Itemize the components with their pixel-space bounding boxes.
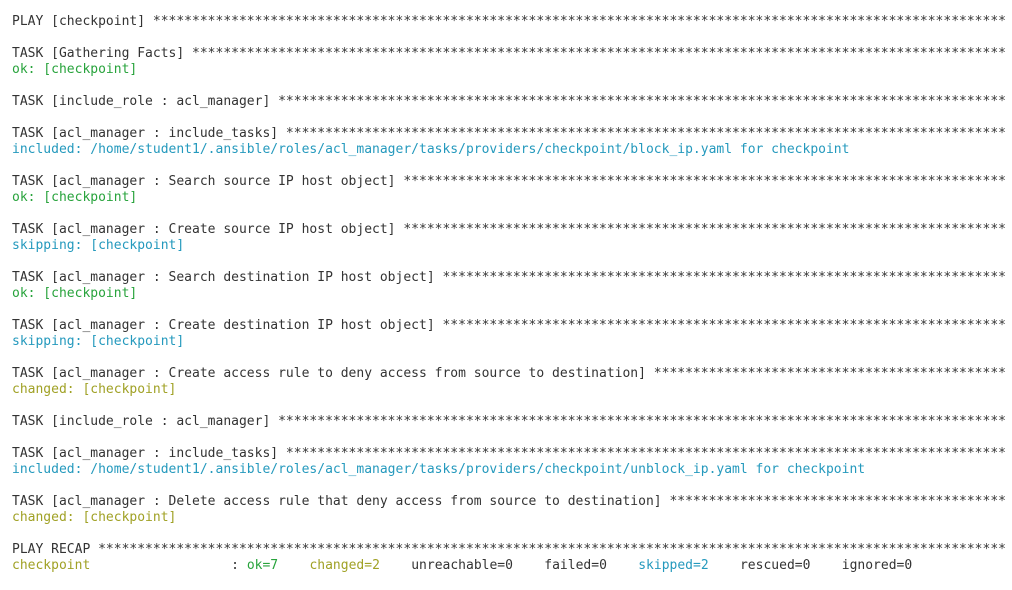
blank-line [12, 110, 1010, 126]
recap-stat-ok: ok=7 [246, 558, 279, 573]
recap-host: checkpoint [12, 558, 91, 573]
banner-text: TASK [Gathering Facts] *****************… [12, 46, 1006, 61]
blank-line [12, 78, 1010, 94]
task-status-line: included: /home/student1/.ansible/roles/… [12, 462, 1010, 478]
task-banner-line: TASK [acl_manager : Create access rule t… [12, 366, 1010, 382]
banner-text: TASK [include_role : acl_manager] ******… [12, 414, 1006, 429]
recap-gap [709, 558, 740, 573]
blank-line [12, 302, 1010, 318]
task-banner-line: TASK [Gathering Facts] *****************… [12, 46, 1010, 62]
recap-gap [278, 558, 309, 573]
task-banner-line: TASK [acl_manager : include_tasks] *****… [12, 446, 1010, 462]
task-banner-line: TASK [acl_manager : include_tasks] *****… [12, 126, 1010, 142]
task-banner-line: PLAY RECAP *****************************… [12, 542, 1010, 558]
banner-text: PLAY [checkpoint] **********************… [12, 14, 1006, 29]
recap-separator: : [90, 558, 247, 573]
task-banner-line: TASK [acl_manager : Search destination I… [12, 270, 1010, 286]
status-text: skipping: [checkpoint] [12, 334, 185, 349]
task-banner-line: TASK [acl_manager : Create destination I… [12, 318, 1010, 334]
recap-gap [810, 558, 841, 573]
status-text: ok: [checkpoint] [12, 286, 138, 301]
recap-gap [513, 558, 544, 573]
recap-stat-ignored: ignored=0 [841, 558, 913, 573]
task-banner-line: TASK [acl_manager : Delete access rule t… [12, 494, 1010, 510]
status-text: changed: [checkpoint] [12, 382, 177, 397]
banner-text: PLAY RECAP *****************************… [12, 542, 1006, 557]
blank-line [12, 30, 1010, 46]
blank-line [12, 254, 1010, 270]
blank-line [12, 398, 1010, 414]
task-status-line: skipping: [checkpoint] [12, 238, 1010, 254]
banner-text: TASK [include_role : acl_manager] ******… [12, 94, 1006, 109]
task-status-line: ok: [checkpoint] [12, 62, 1010, 78]
banner-text: TASK [acl_manager : Delete access rule t… [12, 494, 1006, 509]
recap-stat-rescued: rescued=0 [739, 558, 811, 573]
blank-line [12, 430, 1010, 446]
task-status-line: changed: [checkpoint] [12, 382, 1010, 398]
banner-text: TASK [acl_manager : Search source IP hos… [12, 174, 1006, 189]
recap-stat-unreachable: unreachable=0 [411, 558, 513, 573]
blank-line [12, 206, 1010, 222]
task-status-line: skipping: [checkpoint] [12, 334, 1010, 350]
blank-line [12, 350, 1010, 366]
recap-stat-skipped: skipped=2 [638, 558, 709, 573]
status-text: changed: [checkpoint] [12, 510, 177, 525]
recap-stat-failed: failed=0 [544, 558, 607, 573]
status-text: ok: [checkpoint] [12, 190, 138, 205]
recap-gap [380, 558, 411, 573]
task-status-line: ok: [checkpoint] [12, 286, 1010, 302]
task-status-line: ok: [checkpoint] [12, 190, 1010, 206]
task-status-line: changed: [checkpoint] [12, 510, 1010, 526]
banner-text: TASK [acl_manager : Create source IP hos… [12, 222, 1006, 237]
blank-line [12, 478, 1010, 494]
recap-stat-changed: changed=2 [309, 558, 380, 573]
task-banner-line: PLAY [checkpoint] **********************… [12, 14, 1010, 30]
banner-text: TASK [acl_manager : Search destination I… [12, 270, 1006, 285]
recap-gap [607, 558, 638, 573]
banner-text: TASK [acl_manager : Create access rule t… [12, 366, 1006, 381]
play-recap-line: checkpoint : ok=7 changed=2 unreachable=… [12, 558, 1010, 574]
banner-text: TASK [acl_manager : Create destination I… [12, 318, 1006, 333]
task-banner-line: TASK [include_role : acl_manager] ******… [12, 414, 1010, 430]
task-banner-line: TASK [acl_manager : Create source IP hos… [12, 222, 1010, 238]
banner-text: TASK [acl_manager : include_tasks] *****… [12, 446, 1006, 461]
status-text: included: /home/student1/.ansible/roles/… [12, 462, 866, 477]
banner-text: TASK [acl_manager : include_tasks] *****… [12, 126, 1006, 141]
task-banner-line: TASK [acl_manager : Search source IP hos… [12, 174, 1010, 190]
blank-line [12, 526, 1010, 542]
task-banner-line: TASK [include_role : acl_manager] ******… [12, 94, 1010, 110]
status-text: ok: [checkpoint] [12, 62, 138, 77]
status-text: skipping: [checkpoint] [12, 238, 185, 253]
task-status-line: included: /home/student1/.ansible/roles/… [12, 142, 1010, 158]
blank-line [12, 158, 1010, 174]
status-text: included: /home/student1/.ansible/roles/… [12, 142, 850, 157]
